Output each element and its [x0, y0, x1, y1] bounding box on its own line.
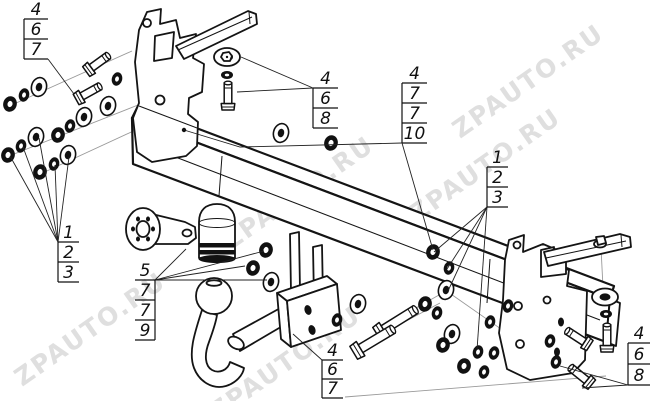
spring-washer	[63, 118, 77, 134]
washer	[97, 94, 119, 118]
part-number: 1	[63, 223, 74, 243]
part-number: 2	[63, 243, 74, 263]
part-number: 4	[634, 324, 645, 344]
part-number: 7	[409, 84, 420, 104]
bracket-hole	[142, 18, 152, 28]
part-number: 3	[492, 188, 503, 208]
socket-plate-slot	[181, 228, 193, 238]
part-number: 6	[634, 345, 645, 365]
part-number: 7	[409, 104, 420, 124]
callout-top-left: 467	[23, 0, 75, 95]
bolt	[81, 48, 115, 78]
arm-bolt-head	[593, 235, 607, 249]
hex-nut	[455, 356, 473, 376]
spring-washer	[483, 314, 497, 330]
part-number: 2	[492, 168, 503, 188]
left-arm-washer-stack	[213, 47, 241, 79]
socket-plate	[125, 207, 197, 251]
part-number: 4	[409, 64, 420, 84]
washer	[73, 105, 95, 129]
bracket-slot	[554, 347, 560, 357]
u-bracket-hole	[308, 325, 316, 335]
washer	[270, 121, 292, 145]
part-number: 4	[31, 0, 42, 20]
bracket-hole	[512, 240, 522, 250]
part-number: 7	[31, 40, 42, 60]
tow-ball	[190, 277, 245, 388]
spring-washer	[110, 71, 124, 87]
callout-bottom-center: 467	[292, 333, 343, 399]
hex-nut	[1, 94, 19, 114]
spring-washer	[471, 344, 485, 360]
bracket-hole	[154, 94, 166, 106]
part-number: 6	[327, 360, 338, 380]
callout-right: 123	[433, 148, 508, 351]
bracket-hole	[542, 295, 552, 305]
bolt	[72, 78, 106, 107]
part-number: 8	[320, 109, 331, 129]
part-number: 5	[140, 261, 151, 281]
part-number: 1	[492, 148, 503, 168]
bracket-hole	[515, 339, 525, 349]
right-arm-washer-stack	[591, 287, 619, 318]
left-mounting-bracket	[132, 8, 205, 163]
callout-bottom-right: 468	[559, 324, 650, 389]
part-number: 7	[327, 379, 338, 399]
callout-left: 123	[9, 137, 79, 283]
hex-nut	[0, 145, 17, 165]
part-number: 10	[404, 124, 426, 144]
spring-washer	[14, 138, 28, 154]
bolt	[220, 80, 236, 111]
u-bracket	[276, 231, 342, 348]
callout-upper-mid-left: 468	[236, 56, 338, 129]
part-number: 4	[320, 69, 331, 89]
hex-nut	[244, 258, 262, 278]
spring-washer	[477, 364, 491, 380]
part-number: 6	[31, 20, 42, 40]
part-number: 8	[634, 366, 645, 386]
part-number: 7	[140, 301, 151, 321]
hex-nut	[49, 125, 67, 145]
part-number: 7	[140, 281, 151, 301]
hex-nut	[416, 294, 434, 314]
u-bracket-hole	[304, 305, 312, 315]
ball-cover-cap	[198, 203, 236, 263]
right-bracket-arm	[543, 233, 632, 267]
washer	[25, 125, 47, 149]
part-number: 4	[327, 341, 338, 361]
washer	[260, 270, 282, 294]
bracket-hole	[513, 301, 523, 311]
part-number: 9	[140, 321, 151, 341]
hex-nut	[257, 240, 275, 260]
bracket-slot	[558, 317, 564, 327]
spring-washer	[17, 87, 31, 103]
washer	[28, 75, 50, 99]
part-number: 3	[63, 263, 74, 283]
spring-washer	[487, 345, 501, 361]
part-number: 6	[320, 89, 331, 109]
left-bracket-arm	[175, 10, 258, 60]
